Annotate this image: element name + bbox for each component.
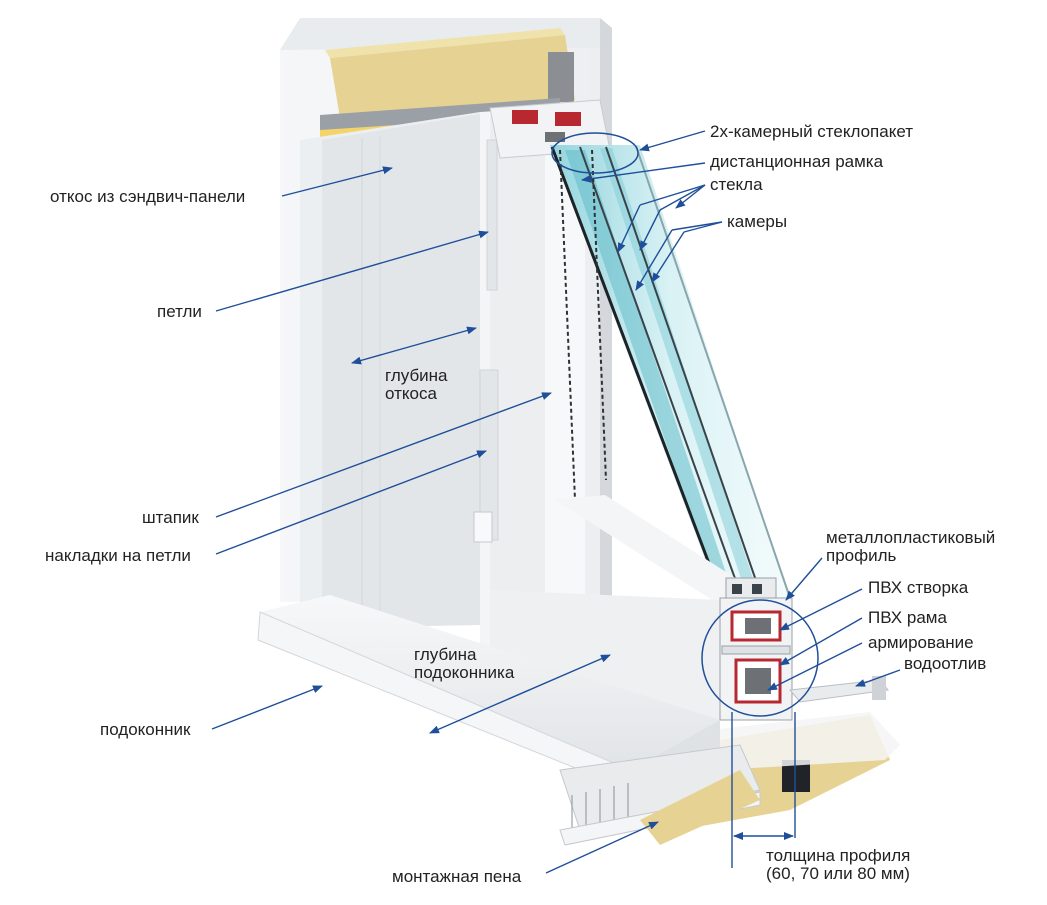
- label-sill-depth-2: подоконника: [414, 663, 515, 682]
- label-profile-1: металлопластиковый: [826, 528, 996, 547]
- leader-foam: [545, 821, 659, 874]
- leader-glazing-unit: [639, 130, 706, 152]
- label-reinforcement: армирование: [868, 633, 974, 652]
- leader-profile: [785, 557, 823, 601]
- label-profile-thickness-1: толщина профиля: [766, 846, 911, 865]
- leader-chambers-b: [635, 229, 673, 291]
- label-glass-panes: стекла: [710, 175, 763, 194]
- label-chambers: камеры: [727, 212, 788, 231]
- label-glazing-bead: штапик: [142, 508, 199, 527]
- label-hinges: петли: [157, 302, 202, 321]
- label-profile-2: профиль: [826, 546, 897, 565]
- label-drip: водоотлив: [904, 654, 987, 673]
- leader-sill-depth: [429, 654, 611, 734]
- label-hinge-covers: накладки на петли: [45, 546, 191, 565]
- label-reveal-depth-1: глубина: [385, 366, 448, 385]
- leader-hinges: [215, 230, 489, 312]
- leader-pvc-sash: [779, 588, 863, 631]
- leader-pvc-frame: [779, 617, 863, 666]
- leader-glass-b: [617, 204, 641, 253]
- label-pvc-sash: ПВХ створка: [868, 578, 969, 597]
- label-reveal-depth-2: откоса: [385, 384, 437, 403]
- label-sill: подоконник: [100, 720, 191, 739]
- leader-drip: [855, 669, 901, 687]
- leader-glass-d: [639, 209, 661, 251]
- profile-detail-circle: [701, 599, 819, 717]
- label-pvc-frame: ПВХ рама: [868, 608, 947, 627]
- frame-top-section: [489, 99, 611, 159]
- leader-glass-a: [639, 184, 706, 206]
- leader-chambers-d: [651, 231, 685, 283]
- leader-glass-e: [675, 184, 706, 209]
- label-mounting-foam: монтажная пена: [392, 867, 522, 886]
- leader-chambers-a: [671, 221, 723, 231]
- label-reveal-panel: откос из сэндвич-панели: [50, 187, 246, 206]
- leader-reinforcement: [767, 642, 863, 691]
- label-glazing-unit: 2х-камерный стеклопакет: [710, 122, 914, 141]
- leader-chambers-c: [683, 221, 723, 233]
- leader-reveal-panel: [281, 166, 393, 197]
- leader-glass-c: [659, 184, 706, 211]
- leader-hinge-covers: [215, 450, 487, 555]
- reveal-panel: [300, 112, 480, 628]
- leader-reveal-depth: [351, 326, 477, 365]
- leader-sill: [211, 685, 323, 730]
- leader-glazing-bead: [215, 392, 552, 518]
- glazing-detail-circle: [551, 132, 639, 174]
- label-spacer-frame: дистанционная рамка: [710, 152, 884, 171]
- leader-spacer-frame: [581, 162, 706, 183]
- label-profile-thickness-2: (60, 70 или 80 мм): [766, 864, 910, 883]
- label-sill-depth-1: глубина: [414, 645, 477, 664]
- glazing-unit: [550, 145, 791, 600]
- leader-lines: [211, 130, 901, 874]
- glazing-bottom: [555, 495, 777, 605]
